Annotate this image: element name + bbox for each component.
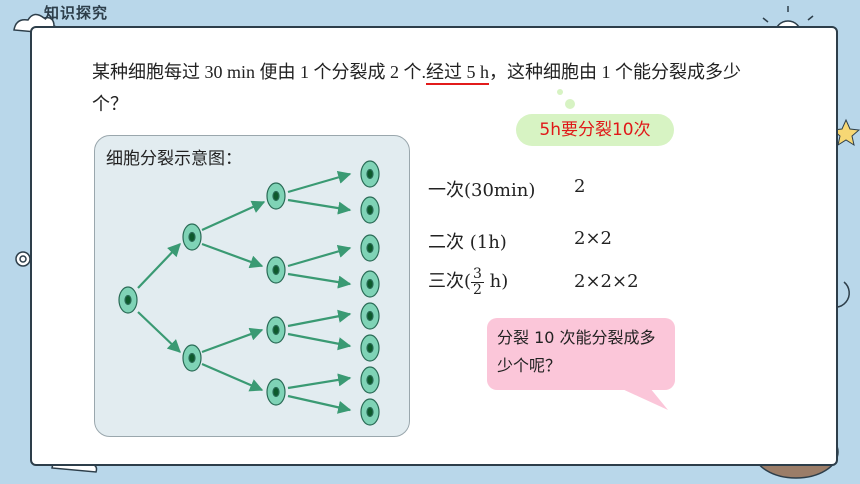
cell-icon [360,270,380,298]
cells [118,160,380,426]
row-label: 一次(30min) [428,180,536,201]
cell-icon [360,196,380,224]
cell-icon [118,286,138,314]
problem-text-part2: ，这种细胞由 1 个能分裂成多少个？ [92,62,742,114]
cell-icon [360,234,380,262]
cell-icon [182,344,202,372]
cell-icon [182,223,202,251]
question-bubble: 分裂 10 次能分裂成多少个呢？ [487,318,675,390]
cell-icon [266,316,286,344]
hint-cloud: 5h要分裂10次 [516,114,674,146]
cell-icon [360,398,380,426]
spiral-icon [15,251,31,267]
problem-text: 某种细胞每过 30 min 便由 1 个分裂成 2 个.经过 5 h，这种细胞由… [92,56,742,120]
row-value: 2×2×2 [574,271,639,292]
row-value: 2×2 [574,228,612,249]
row-value: 2 [574,176,586,197]
cell-icon [360,160,380,188]
cell-icon [266,182,286,210]
diagram-title: 细胞分裂示意图： [106,149,242,169]
cell-icon [266,378,286,406]
cell-icon [360,334,380,362]
row-label: 二次 (1h) [428,232,507,253]
cell-icon [266,256,286,284]
problem-text-part1: 某种细胞每过 30 min 便由 1 个分裂成 2 个. [92,62,427,82]
cell-icon [360,302,380,330]
division-row-1: 一次(30min) 2 [428,176,585,202]
cell-icon [360,366,380,394]
division-row-2: 二次 (1h) 2×2 [428,228,612,254]
section-tag: 知识探究 [44,4,109,22]
division-arrows [137,170,352,414]
problem-text-underlined: 经过 5 h [426,62,490,85]
